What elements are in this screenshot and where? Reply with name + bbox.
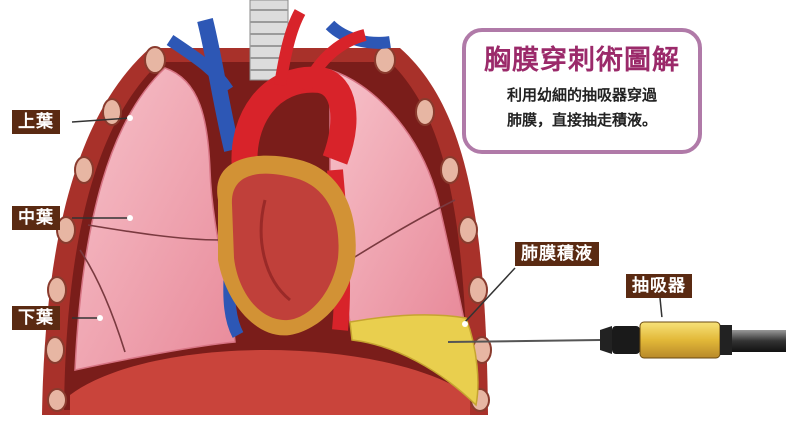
diagram-title: 胸膜穿刺術圖解 [466,38,698,77]
description-line-2: 肺膜，直接抽走積液。 [466,108,698,133]
upper-lobe-marker [127,115,133,121]
upper-lobe-label: 上葉 [12,110,60,134]
lower-lobe-label: 下葉 [12,306,60,330]
effusion-marker [462,321,468,327]
aspirator-label: 抽吸器 [626,274,692,298]
middle-lobe-label: 中葉 [12,206,60,230]
title-card: 胸膜穿刺術圖解 利用幼細的抽吸器穿過 肺膜，直接抽走積液。 [462,28,702,154]
middle-lobe-marker [127,215,133,221]
description-line-1: 利用幼細的抽吸器穿過 [466,83,698,108]
aspirator-syringe [448,322,786,358]
pleural-effusion-label: 肺膜積液 [515,242,599,266]
lower-lobe-marker [97,315,103,321]
